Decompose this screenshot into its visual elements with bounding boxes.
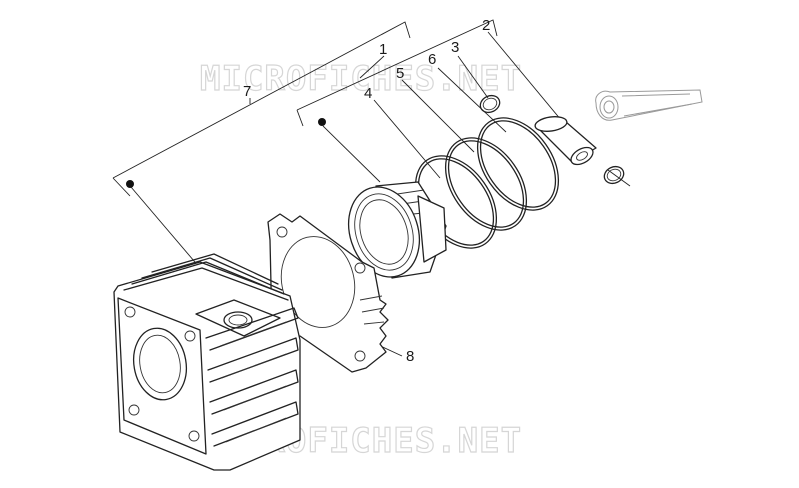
- circlip-lower: [603, 165, 625, 185]
- callout-8[interactable]: 8: [406, 348, 414, 365]
- group-dot-2: [318, 118, 326, 126]
- piston: [348, 181, 447, 279]
- bracket-group-1: [112, 19, 498, 269]
- callout-7[interactable]: 7: [243, 83, 251, 100]
- callout-3[interactable]: 3: [451, 39, 459, 56]
- circlip-upper: [479, 94, 501, 114]
- connecting-rod-ghost: [595, 89, 703, 121]
- callout-5[interactable]: 5: [396, 65, 404, 82]
- cylinder: [113, 253, 301, 471]
- piston-pin: [534, 116, 597, 166]
- callout-2[interactable]: 2: [482, 17, 490, 34]
- watermark-top: MICROFICHES.NET: [200, 59, 522, 99]
- callout-4[interactable]: 4: [364, 85, 372, 102]
- callout-6[interactable]: 6: [428, 51, 436, 68]
- group-dot-1: [126, 180, 134, 188]
- callout-1[interactable]: 1: [379, 41, 387, 58]
- callout-labels: 1 2 3 4 5 6 7 8: [243, 17, 490, 365]
